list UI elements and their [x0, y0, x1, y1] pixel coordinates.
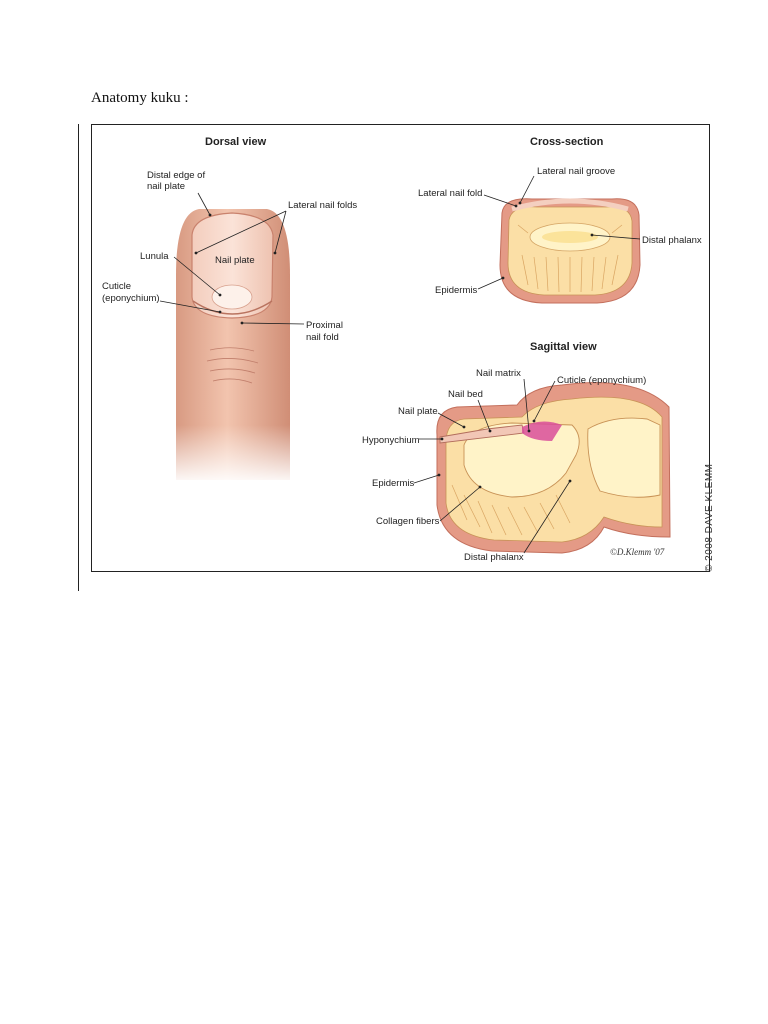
label-lateral-nail-folds: Lateral nail folds [288, 200, 357, 211]
sagittal-drawing [436, 382, 671, 554]
leader-dot [532, 419, 536, 423]
leader-distal-phalanx-cs [591, 234, 641, 240]
label-nail-bed: Nail bed [448, 389, 483, 400]
leader-dot [590, 233, 594, 237]
leader-distal-phalanx-sagittal [523, 480, 571, 554]
leader-dot [437, 473, 441, 477]
label-distal-phalanx-sagittal: Distal phalanx [464, 552, 524, 563]
label-cuticle-line2: (eponychium) [102, 293, 160, 304]
label-collagen-fibers: Collagen fibers [376, 516, 440, 527]
leader-lateral-nail-fold [483, 194, 517, 207]
leader-collagen-fibers [439, 486, 481, 522]
label-distal-edge-line1: Distal edge of [147, 170, 205, 181]
leader-cuticle [159, 300, 221, 313]
sagittal-view-title: Sagittal view [530, 341, 597, 353]
leader-nail-bed [477, 399, 491, 432]
sagittal-view-panel: Sagittal view Nail matrix Cuticle (epony… [362, 341, 671, 563]
nail-anatomy-illustration: Dorsal view Distal edge of nail plate La… [102, 136, 702, 563]
leader-lateral-fold-left [195, 210, 287, 254]
leader-dot [527, 429, 531, 433]
cross-section-panel: Cross-section Lateral nail groove Latera… [418, 136, 702, 304]
leader-dot [218, 293, 222, 297]
copyright-credit: © 2008 DAVE KLEMM [704, 463, 715, 573]
page-heading: Anatomy kuku : [91, 90, 189, 106]
leader-nail-matrix [523, 378, 530, 432]
leader-dot [462, 425, 466, 429]
label-epidermis-cs: Epidermis [435, 285, 477, 296]
leader-dot [440, 437, 444, 441]
leader-epidermis-sagittal [413, 474, 440, 484]
leader-dot [240, 321, 244, 325]
leader-distal-edge [197, 192, 211, 216]
label-cuticle-sagittal: Cuticle (eponychium) [557, 375, 646, 386]
leader-proximal-fold [241, 322, 305, 325]
nail-anatomy-figure: Dorsal view Distal edge of nail plate La… [91, 124, 710, 572]
label-lateral-nail-groove: Lateral nail groove [537, 166, 615, 177]
dorsal-view-panel: Dorsal view Distal edge of nail plate La… [102, 136, 357, 485]
label-cuticle-line1: Cuticle [102, 281, 131, 292]
artist-signature: ©D.Klemm '07 [610, 547, 665, 557]
leader-lateral-nail-groove [519, 175, 535, 204]
leader-dot [208, 213, 212, 217]
leader-cuticle-sagittal [533, 380, 556, 422]
dorsal-view-title: Dorsal view [205, 136, 267, 148]
cross-section-drawing [499, 198, 641, 304]
label-distal-edge-line2: nail plate [147, 181, 185, 192]
leader-dot [568, 479, 572, 483]
leader-dot [488, 429, 492, 433]
label-hyponychium: Hyponychium [362, 435, 420, 446]
cross-section-title: Cross-section [530, 136, 604, 148]
label-lateral-nail-fold: Lateral nail fold [418, 188, 482, 199]
leader-nail-plate-sagittal [437, 412, 465, 428]
leader-lunula [173, 256, 221, 296]
label-epidermis-sagittal: Epidermis [372, 478, 414, 489]
leader-epidermis-cs [477, 277, 504, 290]
label-distal-phalanx-cs: Distal phalanx [642, 235, 702, 246]
leader-lateral-fold-right [274, 210, 287, 254]
leader-dot [218, 310, 222, 314]
label-proximal-line2: nail fold [306, 332, 339, 343]
left-margin-rule [78, 124, 79, 591]
label-nail-plate: Nail plate [215, 255, 255, 266]
leader-dot [478, 485, 482, 489]
label-proximal-line1: Proximal [306, 320, 343, 331]
leader-dot [514, 204, 518, 208]
leader-dot [273, 251, 277, 255]
leader-dot [194, 251, 198, 255]
label-nail-plate-sagittal: Nail plate [398, 406, 438, 417]
leader-dot [501, 276, 505, 280]
leader-dot [518, 201, 522, 205]
label-nail-matrix: Nail matrix [476, 368, 521, 379]
label-lunula: Lunula [140, 251, 169, 262]
finger-drawing [172, 209, 294, 485]
